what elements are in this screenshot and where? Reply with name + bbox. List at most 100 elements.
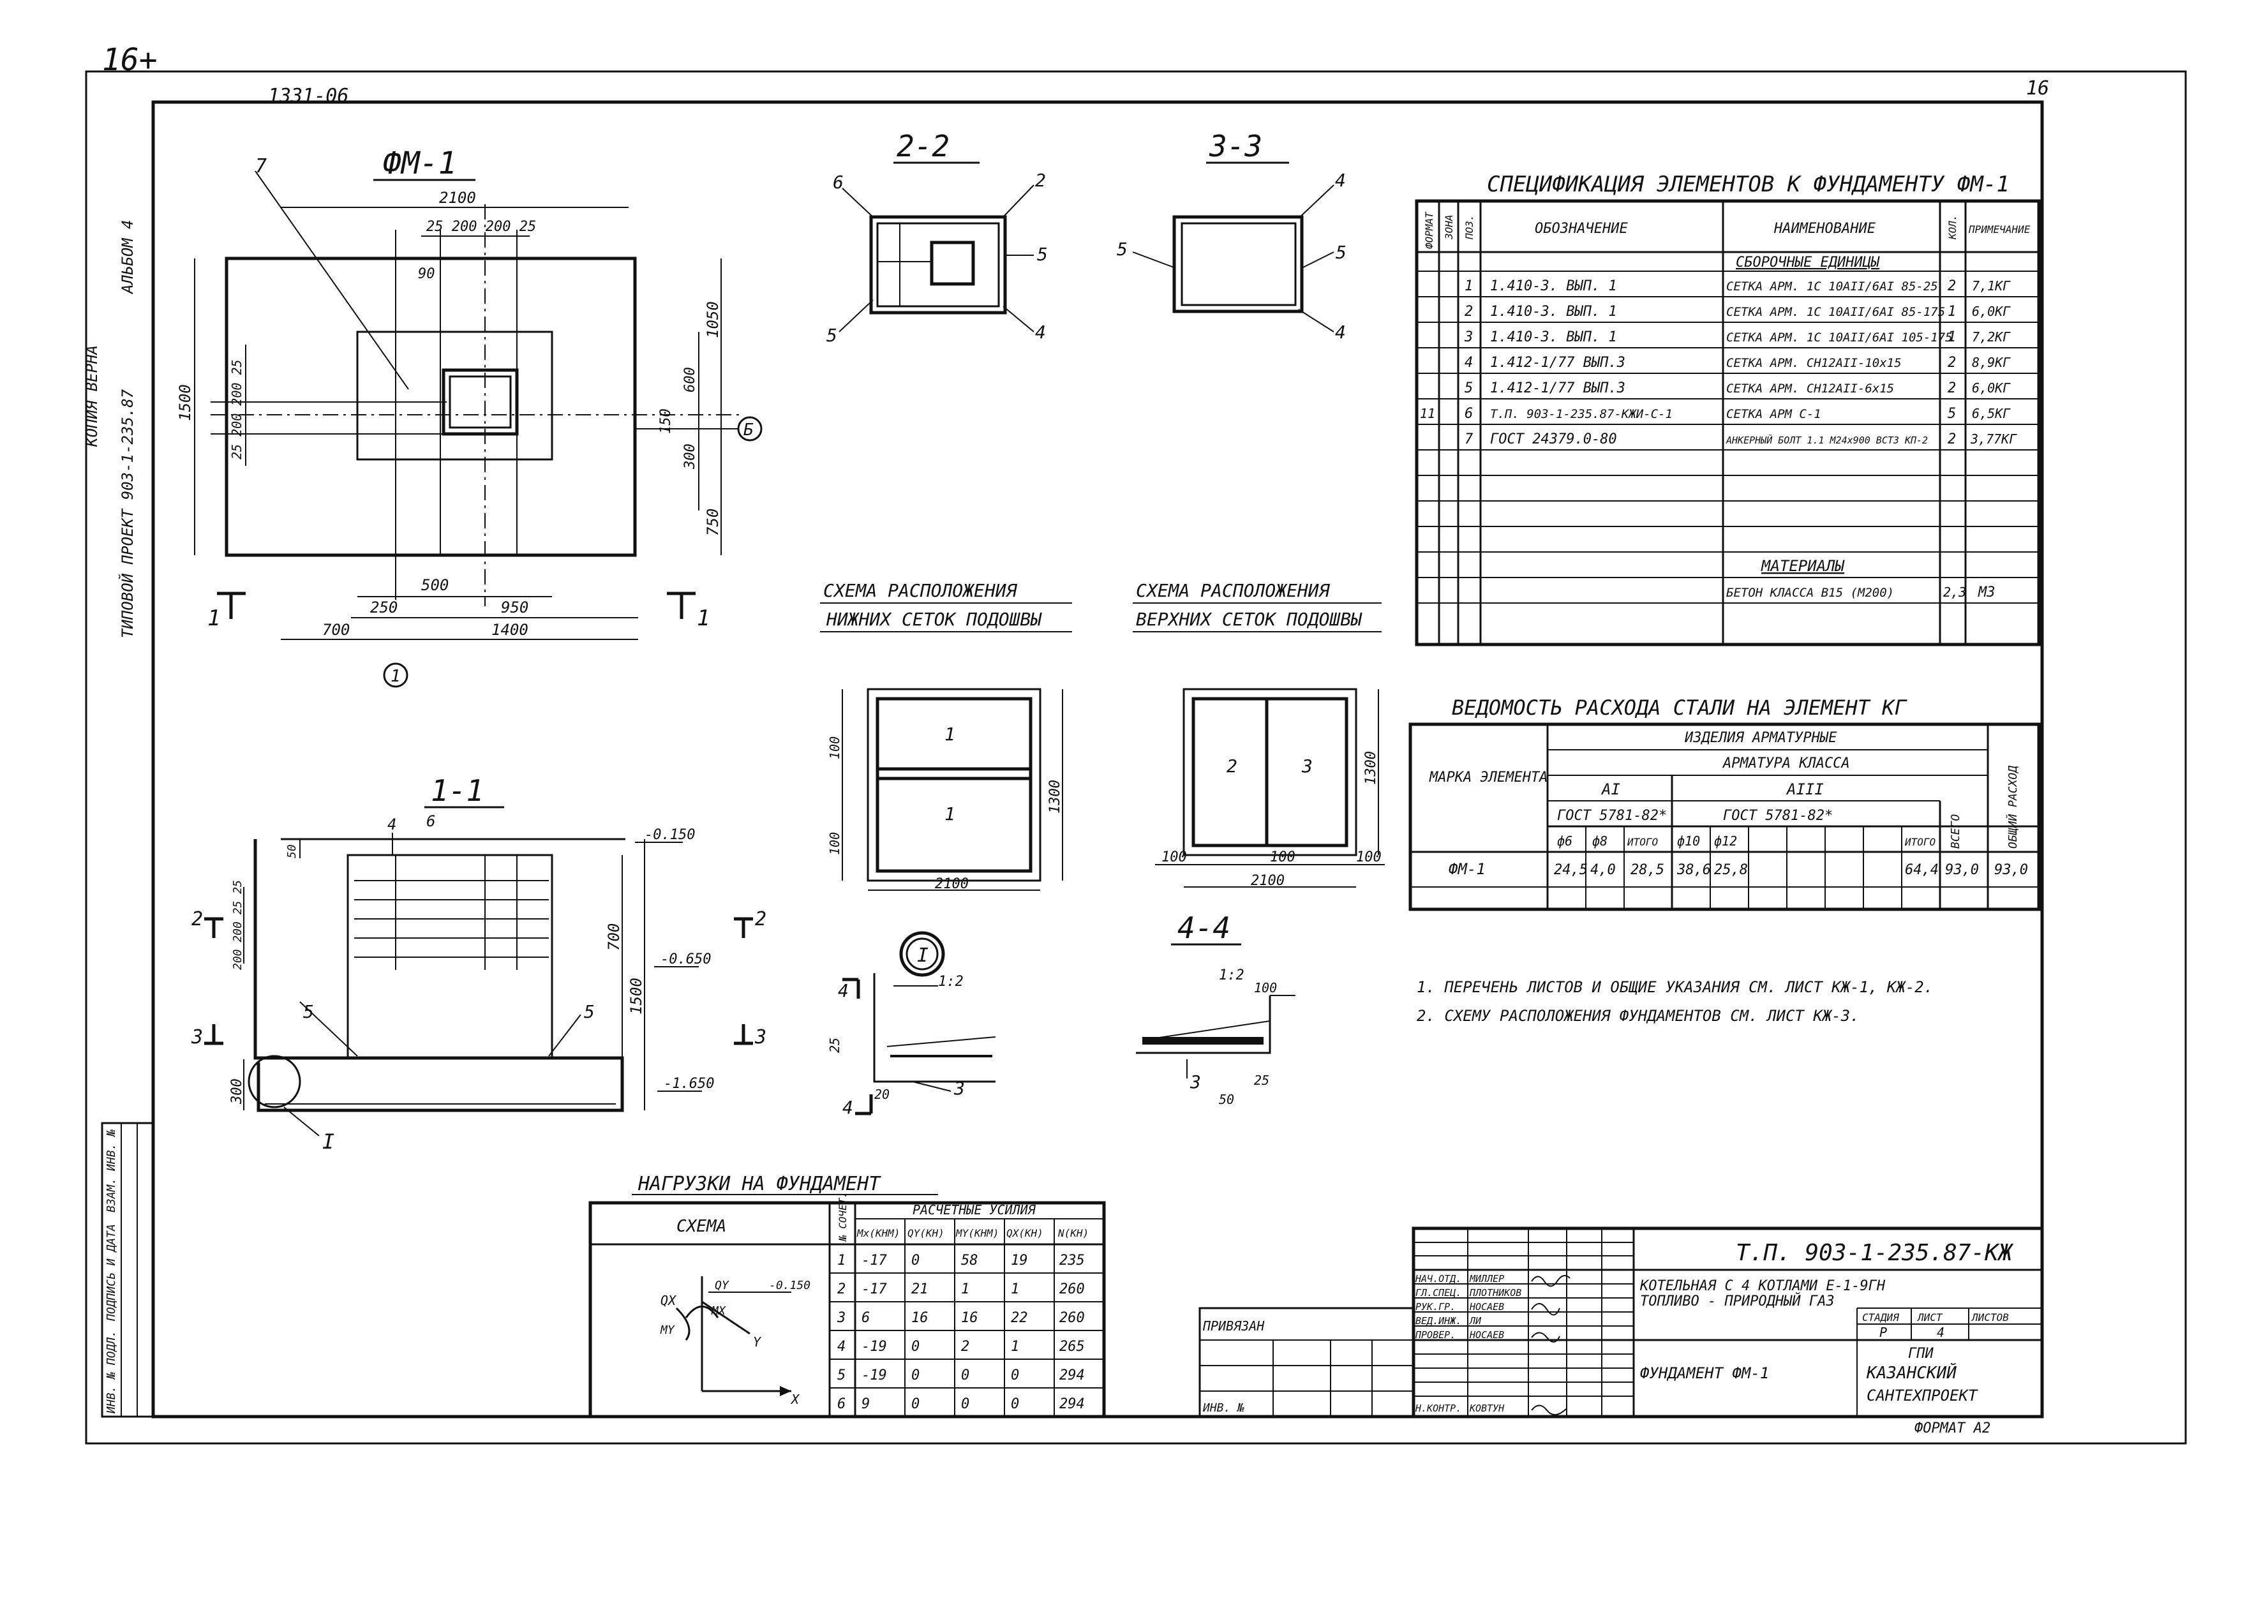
spec-code: ГОСТ 24379.0-80	[1490, 431, 1617, 447]
spec-name: СЕТКА АРМ. СН12АII-6х15	[1726, 382, 1894, 396]
spec-name: СЕТКА АРМ С-1	[1726, 407, 1821, 421]
spec-qty: 5	[1948, 406, 1956, 422]
stamp-obj2: ТОПЛИВО - ПРИРОДНЫЙ ГАЗ	[1640, 1293, 1835, 1309]
s11-title: 1-1	[431, 773, 484, 808]
stamp-name: НОСАЕВ	[1469, 1301, 1504, 1313]
s44-c3: 3	[1190, 1071, 1201, 1092]
loads-value: 9	[862, 1396, 870, 1412]
steel-h-a3: АIII	[1786, 780, 1824, 798]
loads-comb-number: 2	[837, 1281, 846, 1297]
spec-code: 1.412-1/77 ВЫП.3	[1490, 380, 1625, 396]
spec-row: 1 1.410-3. ВЫП. 1 СЕТКА АРМ. 1С 10АII/6А…	[1465, 278, 2011, 294]
loads-value: 0	[1011, 1396, 1019, 1412]
s11-d1500: 1500	[627, 978, 645, 1015]
spec-section1: СБОРОЧНЫЕ ЕДИНИЦЫ	[1736, 255, 1880, 271]
s11-el1: -0.150	[645, 827, 695, 843]
s11-c5a: 5	[303, 1001, 314, 1022]
loads-value: 265	[1059, 1339, 1085, 1355]
steel-col: ф12	[1714, 833, 1737, 849]
loads-value: 58	[961, 1253, 978, 1269]
fm1-dim-600: 600	[682, 367, 698, 392]
fm1-dim-950: 950	[501, 599, 528, 616]
node-d25: 25	[827, 1038, 842, 1053]
loads-value: 0	[961, 1396, 969, 1412]
s44-d50: 50	[1219, 1092, 1234, 1107]
s22-c6: 6	[833, 172, 844, 193]
steel-col: ОБЩИЙ РАСХОД	[2006, 765, 2020, 849]
scheme-upper-m2: 2	[1227, 756, 1237, 777]
stamp-kontr-role: Н.КОНТР.	[1415, 1403, 1461, 1414]
scheme-lower-title1: СХЕМА РАСПОЛОЖЕНИЯ	[823, 580, 1018, 601]
spec-row: 7 ГОСТ 24379.0-80 АНКЕРНЫЙ БОЛТ 1.1 М24х…	[1465, 431, 2017, 447]
loads-h-scheme: СХЕМА	[676, 1217, 726, 1236]
s11-node: I	[322, 1129, 334, 1154]
spec-qty: 1	[1948, 304, 1956, 320]
section-2-2: 2-2 6 2 5 5 4	[826, 129, 1048, 346]
loads-value: 19	[1011, 1253, 1028, 1269]
steel-h-a1: АI	[1600, 780, 1620, 798]
steel-col: ф10	[1677, 833, 1700, 849]
spec-material-name: БЕТОН КЛАССА В15 (М200)	[1726, 586, 1894, 600]
fm1-dim-1500: 1500	[176, 384, 194, 421]
spec-name: СЕТКА АРМ. 1С 10АII/6АI 105-175	[1726, 331, 1953, 345]
scheme-upper-d100c: 100	[1356, 849, 1382, 865]
spec-pos: 5	[1465, 380, 1473, 396]
loads-table: НАГРУЗКИ НА ФУНДАМЕНТ СХЕМА № СОЧЕТ. РАС…	[588, 1173, 1106, 1419]
spec-section2: МАТЕРИАЛЫ	[1761, 557, 1845, 575]
loads-value: 16	[911, 1310, 929, 1326]
s44-title: 4-4	[1177, 911, 1230, 945]
column-socket	[442, 368, 519, 436]
strip-sign: ПОДПИСЬ И ДАТА	[105, 1224, 118, 1322]
loads-comb-number: 5	[837, 1367, 846, 1383]
spec-note: 7,2КГ	[1972, 329, 2011, 345]
loads-scheme: QX MX MY QY -0.150 X Y	[660, 1276, 810, 1407]
stamp-sheet-h: ЛИСТ	[1916, 1311, 1943, 1323]
strip-inv: ИНВ. № ПОДЛ.	[105, 1330, 118, 1414]
steel-val: 38,6	[1676, 862, 1711, 878]
scheme-qx: QX	[660, 1293, 677, 1308]
s11-cut3r: 3	[754, 1026, 766, 1048]
loads-value: 0	[911, 1367, 920, 1383]
s44-d12: 1:2	[1219, 967, 1244, 983]
spec-pos: 3	[1464, 329, 1473, 345]
spec-pos: 2	[1465, 304, 1473, 320]
loads-value: 0	[1011, 1367, 1019, 1383]
spec-note: 3,77КГ	[1970, 431, 2017, 447]
spec-h-code: ОБОЗНАЧЕНИЕ	[1535, 221, 1628, 237]
section-4-4: 4-4 1:2 100 25 50 3	[1136, 911, 1295, 1107]
section-3-3: 3-3 4 5 5 4	[1117, 129, 1347, 343]
section-1-1: 1-1 I 4 6 -0.150 -0.650 -1.650 700 1500 …	[191, 773, 766, 1154]
s11-c5b: 5	[584, 1001, 595, 1022]
note-1: 1. ПЕРЕЧЕНЬ ЛИСТОВ И ОБЩИЕ УКАЗАНИЯ СМ. …	[1417, 978, 1933, 996]
loads-col: МY(КНМ)	[955, 1227, 999, 1239]
scheme-mx: MX	[711, 1304, 726, 1318]
linked-block: ПРИВЯЗАН ИНВ. №	[1198, 1307, 1415, 1418]
loads-value: 235	[1059, 1253, 1085, 1269]
steel-val: 24,5	[1554, 862, 1588, 878]
title-block: Т.П. 903-1-235.87-КЖ КОТЕЛЬНАЯ С 4 КОТЛА…	[1412, 1226, 2044, 1436]
steel-val: 4,0	[1590, 862, 1616, 878]
signature-4	[1531, 1404, 1567, 1415]
fm1-dim-150: 150	[658, 408, 674, 434]
s22-c5r: 5	[1037, 244, 1048, 265]
sheet-number-corner: 16	[2026, 77, 2049, 100]
scheme-y: Y	[753, 1334, 762, 1350]
spec-code: 1.410-3. ВЫП. 1	[1490, 278, 1617, 294]
general-notes: 1. ПЕРЕЧЕНЬ ЛИСТОВ И ОБЩИЕ УКАЗАНИЯ СМ. …	[1417, 978, 1933, 1025]
scheme-qy: QY	[715, 1279, 729, 1292]
spec-note: 6,0КГ	[1972, 304, 2011, 319]
spec-h-qty: КОЛ.	[1946, 214, 1958, 240]
fm1-dim-top-parts: 25 200 200 25	[426, 219, 536, 235]
stamp-stage-h: СТАДИЯ	[1862, 1311, 1899, 1323]
node-d20: 20	[874, 1087, 890, 1102]
fm1-dim-750: 750	[704, 509, 722, 536]
loads-comb-number: 1	[837, 1253, 846, 1269]
stamp-role: НАЧ.ОТД.	[1415, 1273, 1461, 1285]
loads-value: 294	[1059, 1367, 1085, 1383]
project-label: ТИПОВОЙ ПРОЕКТ 903-1-235.87	[118, 389, 137, 638]
s44-d100: 100	[1254, 980, 1277, 995]
axis-1-label: 1	[391, 667, 401, 686]
